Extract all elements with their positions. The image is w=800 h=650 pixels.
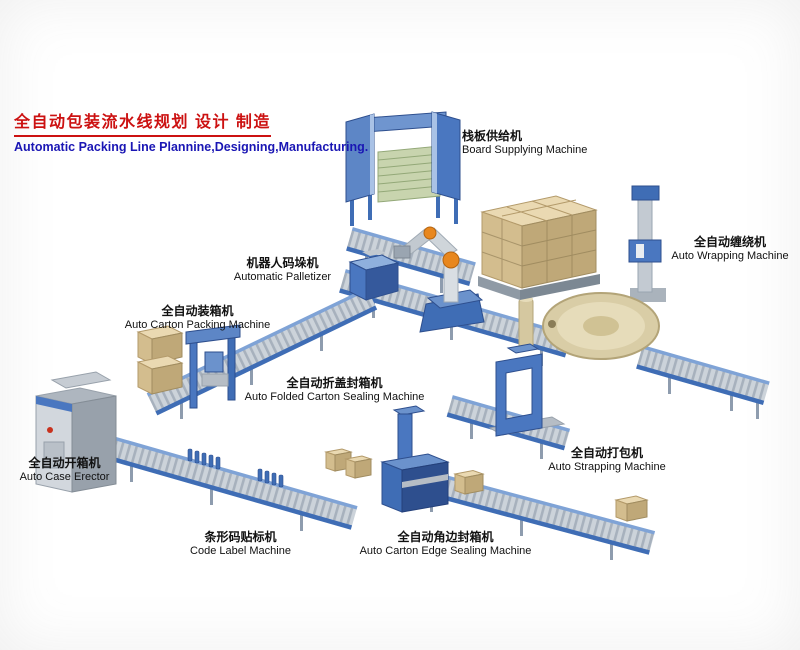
palletized-cartons-graphic	[478, 195, 600, 300]
exit-conveyor	[636, 345, 770, 406]
label-auto-wrapping-machine: 全自动缠绕机 Auto Wrapping Machine	[655, 236, 800, 263]
label-automatic-palletizer: 机器人码垛机 Automatic Palletizer	[205, 257, 360, 284]
label-en: Board Supplying Machine	[462, 144, 588, 156]
page-title: 全自动包装流水线规划 设计 制造 Automatic Packing Line …	[14, 108, 368, 154]
cartons-on-outfeed	[324, 448, 649, 522]
label-board-supplying-machine: 栈板供给机 Board Supplying Machine	[462, 130, 622, 157]
label-zh: 全自动打包机	[570, 446, 643, 460]
edge-sealing-machine-graphic	[380, 405, 450, 513]
label-zh: 全自动折盖封箱机	[286, 376, 383, 390]
case-erector-graphic	[35, 371, 117, 493]
label-en: Automatic Palletizer	[233, 271, 332, 283]
carton-packing-machine-graphic	[136, 324, 241, 409]
label-en: Code Label Machine	[190, 545, 291, 557]
label-zh: 栈板供给机	[462, 129, 523, 143]
label-zh: 全自动角边封箱机	[397, 530, 494, 544]
label-zh: 全自动装箱机	[161, 304, 234, 318]
label-zh: 全自动开箱机	[28, 456, 101, 470]
case-line-conveyor	[96, 433, 358, 530]
title-chinese: 全自动包装流水线规划 设计 制造	[14, 108, 271, 137]
label-en: Auto Carton Edge Sealing Machine	[359, 545, 532, 557]
label-auto-carton-edge-sealing-machine: 全自动角边封箱机 Auto Carton Edge Sealing Machin…	[348, 531, 543, 558]
label-en: Auto Folded Carton Sealing Machine	[244, 391, 425, 403]
label-en: Auto Carton Packing Machine	[124, 319, 271, 331]
label-auto-carton-packing-machine: 全自动装箱机 Auto Carton Packing Machine	[105, 305, 290, 332]
label-zh: 机器人码垛机	[246, 256, 319, 270]
label-code-label-machine: 条形码贴标机 Code Label Machine	[168, 531, 313, 558]
label-auto-folded-carton-sealing-machine: 全自动折盖封箱机 Auto Folded Carton Sealing Mach…	[222, 377, 447, 404]
conveyor-legs	[130, 254, 759, 560]
label-auto-case-erector: 全自动开箱机 Auto Case Erector	[2, 457, 127, 484]
title-english: Automatic Packing Line Plannine,Designin…	[14, 140, 369, 154]
board-supplying-machine-graphic	[345, 111, 461, 226]
label-zh: 全自动缠绕机	[693, 235, 766, 249]
label-en: Auto Case Erector	[19, 471, 110, 483]
label-auto-strapping-machine: 全自动打包机 Auto Strapping Machine	[532, 447, 682, 474]
label-en: Auto Strapping Machine	[548, 461, 666, 473]
label-zh: 条形码贴标机	[204, 530, 277, 544]
bottles-on-conveyor	[187, 448, 284, 488]
strapping-machine-graphic	[488, 343, 566, 437]
label-en: Auto Wrapping Machine	[671, 250, 789, 262]
robot-palletizer-graphic	[393, 226, 485, 333]
wrapping-machine-graphic	[518, 185, 666, 360]
folded-carton-sealing-machine-graphic	[348, 249, 400, 301]
